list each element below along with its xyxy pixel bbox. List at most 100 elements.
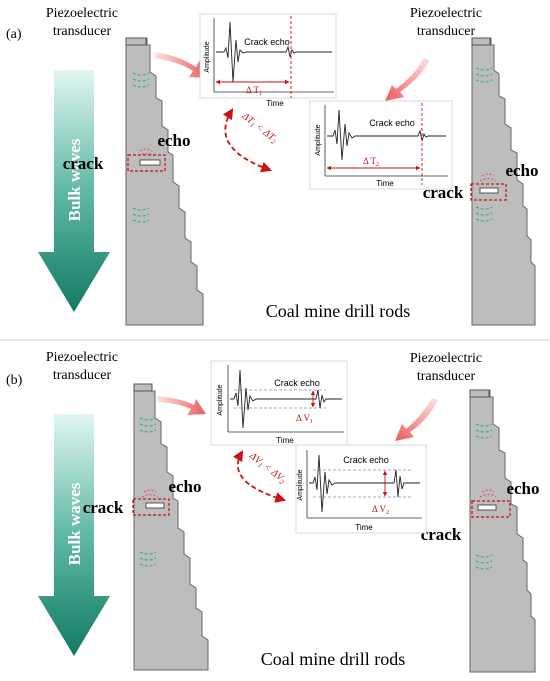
panel-label: (a) [6,27,22,42]
plot-xlabel: Time [276,436,294,445]
echo-label-right: echo [505,161,538,180]
crack-label-left: crack [63,154,104,173]
crack-notch-left [145,502,165,509]
transducer-label-right-line1: Piezoelectric [410,6,482,21]
comparison-arrow [222,108,273,173]
signal-trace [309,454,420,513]
transducer-left [133,383,153,392]
delta-label: Δ V2 [372,504,389,516]
echo-wave-right-2 [481,489,495,493]
signal-plot-a1: Amplitude Time Crack echo Δ T1 [199,13,337,108]
transducer-label-right-line2: transducer [417,24,476,39]
echo-wave-left-2 [139,148,153,152]
panel-b: (b) Piezoelectric transducer Piezoelectr… [6,350,540,673]
wave-front-right-4 [475,206,493,210]
echo-label-left: echo [168,477,201,496]
drill-rod-left [125,37,204,326]
caption: Coal mine drill rods [261,649,405,669]
echo-wave-left-2 [143,489,157,493]
wave-front-left-1 [132,72,150,76]
plot-echo-label: Crack echo [369,118,415,128]
wave-front-left-3 [139,429,157,433]
plot-ylabel: Amplitude [297,469,304,500]
plot-ylabel: Amplitude [217,384,224,415]
echo-label-left: echo [157,131,190,150]
transducer-label-left-line2: transducer [53,24,112,39]
plot-xlabel: Time [266,99,284,108]
plot-ylabel: Amplitude [315,124,322,155]
wave-front-left-2 [139,423,157,427]
wave-front-left-4 [132,207,150,211]
plot-echo-label: Crack echo [274,378,320,388]
signal-trace [216,21,332,83]
pointer-arrow-to-plot1 [157,396,206,415]
crack-notch-right [479,187,499,194]
bulk-waves-label: Bulk waves [65,482,84,565]
relation-label: ΔV1 < ΔV2 [246,450,288,487]
wave-front-right-5 [475,560,493,564]
panel-label: (b) [6,373,23,388]
bulk-waves-arrow [38,70,110,312]
wave-front-left-3 [132,84,150,88]
transducer-label-left-line1: Piezoelectric [46,6,118,21]
crack-highlight-left [127,154,166,172]
transducer-label-right-line1: Piezoelectric [410,351,482,366]
echo-wave-right-1 [479,177,497,182]
pointer-arrow-to-plot2 [385,58,430,101]
wave-front-left-1 [139,417,157,421]
delta-label: Δ V1 [296,413,313,425]
echo-wave-right-2 [481,173,495,177]
wave-front-right-1 [475,423,493,427]
crack-highlight-right [471,500,511,518]
transducer-label-right-line2: transducer [417,369,476,384]
plot-ylabel: Amplitude [204,41,211,72]
signal-plot-b2: Amplitude Time Crack echo Δ V2 [295,444,427,534]
caption: Coal mine drill rods [266,301,410,321]
crack-highlight-right [470,183,507,201]
wave-front-right-6 [475,218,493,222]
wave-front-right-6 [475,566,493,570]
crack-notch-left [139,159,161,166]
signal-trace [327,109,446,161]
plot-frame [309,100,453,190]
transducer-right [469,389,490,398]
plot-frame [199,13,337,99]
delta-label: Δ T1 [246,85,262,97]
transducer-right [471,37,491,46]
signal-trace [230,369,342,429]
signal-plot-a2: Amplitude Time Crack echo Δ T2 [309,100,453,190]
echo-label-right: echo [506,479,539,498]
plot-echo-label: Crack echo [244,37,290,47]
crack-highlight-left [132,498,170,516]
drill-rod-right [469,389,536,673]
delta-label: Δ T2 [363,156,379,168]
wave-front-right-2 [475,429,493,433]
bulk-waves-arrow [38,414,110,656]
transducer-left [125,37,147,46]
crack-label-right: crack [421,525,462,544]
wave-front-right-4 [475,554,493,558]
drill-rod-right [471,37,536,326]
wave-front-left-5 [132,213,150,217]
wave-front-right-3 [475,435,493,439]
transducer-label-left-line1: Piezoelectric [46,350,118,365]
panel-a: (a) Piezoelectric transducer Piezoelectr… [6,6,539,326]
crack-notch-right [477,504,497,511]
transducer-label-left-line2: transducer [53,368,112,383]
plot-echo-label: Crack echo [343,455,389,465]
plot-xlabel: Time [355,523,373,532]
wave-front-left-6 [132,219,150,223]
drill-rod-left [133,383,209,671]
plot-frame [210,360,348,446]
crack-label-left: crack [83,498,124,517]
wave-front-right-1 [475,67,493,71]
plot-xlabel: Time [376,179,394,188]
wave-front-left-5 [139,557,157,561]
wave-front-right-5 [475,212,493,216]
echo-wave-right-1 [479,493,497,498]
wave-front-right-3 [475,79,493,83]
wave-front-left-2 [132,78,150,82]
signal-plot-b1: Amplitude Time Crack echo Δ V1 [210,360,348,446]
wave-front-right-2 [475,73,493,77]
